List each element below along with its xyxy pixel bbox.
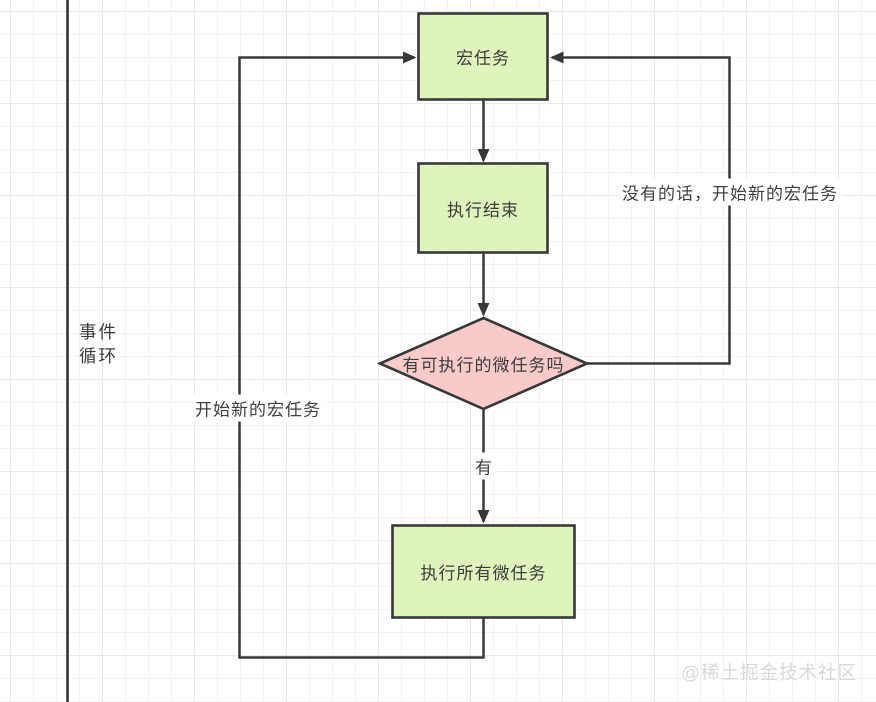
watermark-text: @稀土掘金技术社区 <box>681 662 857 683</box>
edge-loop-back-left <box>238 51 485 659</box>
node-macro-task-shape <box>417 12 549 101</box>
node-execution-finished-shape <box>417 162 549 254</box>
edge-label-no: 没有的话，开始新的宏任务 <box>618 178 842 206</box>
edge-label-yes: 有 <box>471 452 497 480</box>
event-loop-side-label: 事件 循环 <box>79 322 118 366</box>
node-microtask-check-shape <box>376 316 591 411</box>
edge-label-loop-back: 开始新的宏任务 <box>191 394 325 422</box>
edge-no-branch-right <box>549 51 731 365</box>
node-run-microtasks-shape <box>391 524 576 619</box>
